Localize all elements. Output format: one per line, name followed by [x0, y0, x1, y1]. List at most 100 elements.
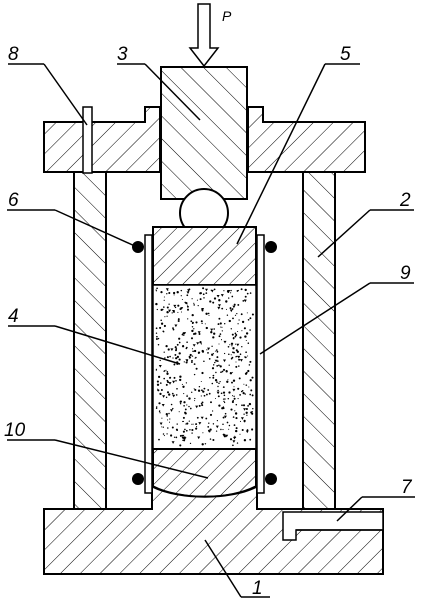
specimen-grain — [208, 392, 211, 395]
specimen-grain — [239, 433, 241, 435]
specimen — [152, 284, 257, 450]
specimen-grain — [225, 434, 229, 438]
specimen-grain — [162, 426, 164, 428]
specimen-grain — [226, 421, 229, 424]
specimen-grain — [172, 328, 175, 331]
specimen-grain — [198, 386, 201, 388]
specimen-grain — [222, 368, 226, 371]
specimen-grain — [195, 321, 198, 324]
specimen-grain — [159, 326, 162, 329]
specimen-grain — [209, 300, 212, 303]
specimen-grain — [218, 404, 221, 407]
label-7: 7 — [401, 477, 413, 498]
specimen-grain — [195, 356, 197, 359]
specimen-grain — [232, 388, 236, 392]
specimen-grain — [158, 402, 161, 405]
specimen-grain — [166, 356, 169, 359]
specimen-grain — [170, 348, 174, 351]
specimen-grain — [163, 299, 165, 301]
specimen-grain — [176, 343, 179, 346]
specimen-grain — [223, 340, 227, 344]
specimen-grain — [248, 386, 250, 388]
specimen-grain — [219, 333, 222, 335]
specimen-grain — [160, 308, 163, 311]
specimen-grain — [233, 395, 235, 397]
specimen-grain — [220, 392, 223, 395]
specimen-grain — [213, 328, 216, 330]
specimen-grain — [182, 420, 184, 423]
specimen-grain — [155, 338, 158, 340]
specimen-grain — [234, 335, 237, 338]
specimen-grain — [163, 435, 165, 437]
specimen-grain — [228, 319, 231, 323]
specimen-grain — [172, 291, 176, 295]
specimen-grain — [180, 307, 184, 310]
specimen-grain — [165, 383, 168, 386]
specimen-grain — [212, 438, 215, 442]
specimen-grain — [163, 351, 165, 353]
specimen-grain — [219, 380, 221, 383]
specimen-grain — [181, 437, 185, 440]
specimen-grain — [237, 289, 240, 291]
specimen-grain — [196, 426, 198, 428]
specimen-grain — [188, 356, 192, 360]
specimen-grain — [243, 420, 246, 423]
specimen-grain — [228, 428, 230, 430]
label-8: 8 — [8, 44, 19, 65]
specimen-grain — [251, 376, 254, 379]
specimen-grain — [205, 292, 208, 294]
specimen-grain — [170, 409, 173, 412]
specimen-grain — [246, 414, 248, 416]
specimen-grain — [222, 407, 225, 410]
specimen-grain — [233, 436, 236, 440]
specimen-grain — [157, 375, 161, 379]
specimen-grain — [245, 339, 247, 342]
specimen-grain — [235, 365, 238, 368]
specimen-grain — [193, 363, 196, 366]
specimen-grain — [175, 394, 178, 396]
specimen-grain — [187, 289, 191, 292]
specimen-grain — [245, 407, 248, 411]
top-crosshead — [43, 106, 366, 173]
specimen-grain — [237, 323, 239, 325]
specimen-grain — [195, 427, 198, 430]
specimen-grain — [191, 298, 193, 300]
punch-rod — [160, 66, 248, 200]
specimen-grain — [220, 339, 223, 341]
specimen-grain — [218, 335, 221, 338]
specimen-grain — [228, 297, 230, 299]
specimen-grain — [216, 360, 219, 362]
specimen-grain — [182, 385, 185, 388]
specimen-grain — [204, 443, 207, 445]
specimen-grain — [174, 353, 177, 356]
specimen-grain — [184, 411, 187, 414]
specimen-grain — [213, 288, 216, 291]
label-3: 3 — [117, 44, 128, 65]
specimen-grain — [179, 402, 182, 405]
specimen-grain — [176, 423, 178, 425]
specimen-grain — [182, 416, 185, 419]
specimen-grain — [229, 438, 233, 441]
specimen-grain — [177, 311, 179, 313]
specimen-grain — [178, 411, 180, 413]
specimen-grain — [155, 406, 158, 408]
specimen-grain — [236, 312, 238, 315]
specimen-grain — [233, 386, 235, 388]
specimen-grain — [222, 434, 226, 437]
specimen-grain — [244, 393, 246, 395]
specimen-grain — [158, 365, 162, 368]
specimen-grain — [244, 356, 246, 358]
specimen-grain — [240, 313, 243, 316]
label-10: 10 — [4, 420, 26, 441]
specimen-grain — [186, 422, 189, 425]
specimen-grain — [186, 394, 188, 396]
specimen-grain — [220, 326, 222, 328]
specimen-grain — [234, 410, 236, 412]
specimen-grain — [168, 309, 172, 313]
specimen-grain — [202, 432, 204, 434]
specimen-grain — [171, 441, 175, 444]
specimen-grain — [211, 382, 214, 385]
specimen-grain — [207, 352, 209, 354]
specimen-grain — [188, 420, 190, 422]
specimen-grain — [214, 359, 218, 363]
